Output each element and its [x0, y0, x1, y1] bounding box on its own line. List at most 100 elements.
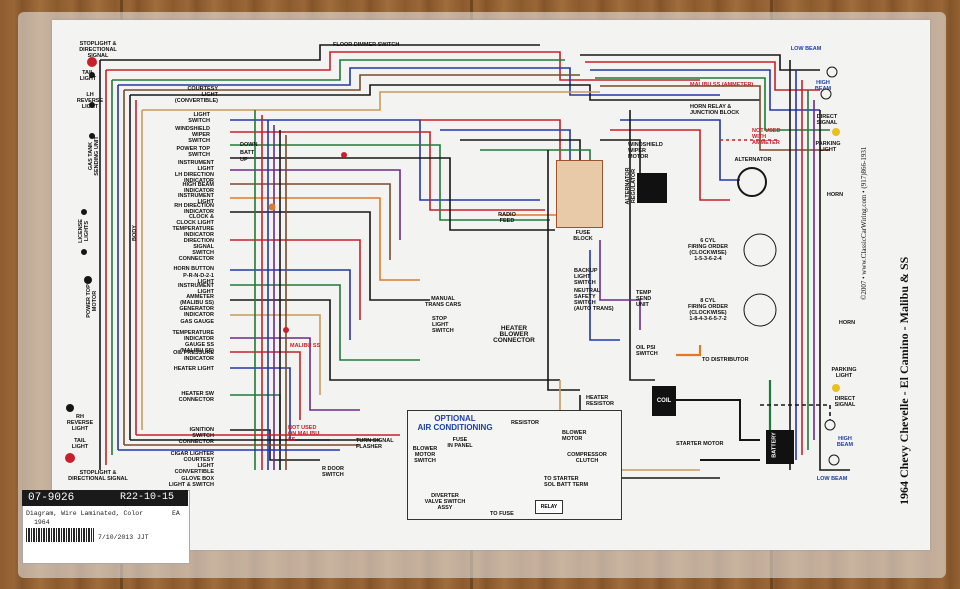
ac-title: OPTIONAL AIR CONDITIONING	[417, 414, 493, 432]
label-firing-8cyl: 8 CYL FIRING ORDER (CLOCKWISE) 1-8-4-3-6…	[687, 298, 729, 322]
label-parking-top: PARKING LIGHT	[815, 141, 841, 153]
label-high-beam-indicator: HIGH BEAM INDICATOR	[182, 182, 214, 194]
price-tag-header	[22, 490, 188, 506]
label-body: BODY	[132, 225, 138, 241]
terminal-dots	[65, 57, 840, 466]
diagram-copyright: ©2007 • www.ClassicCarWiring.com • (917)…	[860, 146, 868, 300]
ac-relay: RELAY	[535, 500, 563, 514]
label-courtesy-light: COURTESY LIGHT (CONVERTIBLE)	[174, 86, 218, 104]
label-up: UP	[240, 157, 248, 163]
label-malibu-ss: MALIBU SS	[290, 343, 321, 349]
label-instrument-light-2: INSTRUMENT LIGHT	[177, 193, 214, 205]
label-floor-dimmer: FLOOR DIMMER SWITCH	[333, 42, 400, 48]
label-down: DOWN	[240, 142, 258, 148]
ac-resistor-label: RESISTOR	[510, 420, 539, 426]
label-heater-resistor: HEATER RESISTOR	[586, 395, 615, 407]
label-starter: STARTER MOTOR	[676, 441, 724, 447]
fuse-block	[556, 160, 603, 228]
price-tag-description: Diagram, Wire Laminated, Color	[26, 510, 144, 517]
label-lh-reverse: LH REVERSE LIGHT	[76, 92, 104, 110]
label-horn-button: HORN BUTTON	[173, 266, 214, 272]
label-horn-top: HORN	[826, 192, 844, 198]
label-power-top-switch: POWER TOP SWITCH	[176, 146, 210, 158]
label-to-distributor: TO DISTRIBUTOR	[702, 357, 749, 363]
ignition-coil: COIL	[652, 386, 676, 416]
label-high-beam-top: HIGH BEAM	[814, 80, 832, 92]
label-light-switch: LIGHT SWITCH	[188, 112, 210, 124]
label-direction-signal-switch: DIRECTION SIGNAL SWITCH CONNECTOR	[178, 238, 214, 262]
label-prnd21-light: P-R-N-D-2-1 LIGHT	[183, 273, 214, 285]
label-fuse-block: FUSE BLOCK	[573, 230, 593, 242]
label-horn-relay: HORN RELAY & JUNCTION BLOCK	[690, 104, 740, 116]
label-backup-switch: BACKUP LIGHT SWITCH	[574, 268, 598, 286]
label-low-beam-top: LOW BEAM	[790, 46, 822, 52]
alternator-regulator	[637, 173, 667, 203]
label-gas-tank: GAS TANK SENDING UNIT	[88, 136, 100, 176]
ac-fuse-label: FUSE IN PANEL	[447, 437, 473, 449]
label-stop-light-switch: STOP LIGHT SWITCH	[432, 316, 454, 334]
label-not-used-ammeter: NOT USED WITH AMMETER	[752, 128, 781, 146]
label-neutral-safety: NEUTRAL SAFETY SWITCH (AUTO TRANS)	[574, 288, 614, 312]
price-tag-year: 1964	[34, 519, 50, 526]
label-not-used: NOT USED ON MALIBU SS	[288, 425, 320, 443]
ac-diverter-label: DIVERTER VALVE SWITCH ASSY	[424, 493, 466, 511]
ac-blower-switch-label: BLOWER MOTOR SWITCH	[412, 446, 438, 464]
price-tag-unit: EA	[172, 510, 180, 517]
label-direct-signal-top: DIRECT SIGNAL	[816, 114, 838, 126]
diagram-title: 1964 Chevy Chevelle - El Camino - Malibu…	[897, 256, 911, 505]
label-rh-direction: RH DIRECTION INDICATOR	[174, 203, 214, 215]
label-batt: BATT	[240, 150, 255, 156]
label-cigar-lighter: CIGAR LIGHTER	[170, 451, 214, 457]
label-radio-feed: RADIO FEED	[498, 212, 516, 224]
label-stoplight-bottom: STOPLIGHT & DIRECTIONAL SIGNAL	[68, 470, 128, 482]
price-tag-code: 07-9026	[28, 492, 75, 504]
label-parking-bottom: PARKING LIGHT	[831, 367, 857, 379]
label-instrument-light-3: INSTRUMENT LIGHT	[177, 283, 214, 295]
label-license-lights: LICENSE LIGHTS	[78, 219, 90, 243]
label-glove-box: GLOVE BOX LIGHT & SWITCH	[168, 476, 214, 488]
label-oil-psi: OIL PSI SWITCH	[636, 345, 658, 357]
label-ammeter: AMMETER (MALIBU SS)	[180, 294, 214, 306]
label-temperature-indicator: TEMPERATURE INDICATOR	[172, 226, 214, 238]
label-alternator: ALTERNATOR	[734, 157, 772, 163]
price-tag-date: R22-10-15	[120, 492, 175, 503]
label-rh-reverse: RH REVERSE LIGHT	[66, 414, 94, 432]
label-instrument-light-1: INSTRUMENT LIGHT	[177, 160, 214, 172]
label-turn-flasher: TURN SIGNAL FLASHER	[356, 438, 394, 450]
price-tag-stamp: 7/10/2013 JJT	[98, 534, 149, 541]
ac-blower-motor-label: BLOWER MOTOR	[562, 430, 587, 442]
label-generator-indicator: GENERATOR INDICATOR	[179, 306, 214, 318]
label-r-door-switch: R DOOR SWITCH	[322, 466, 344, 478]
ac-inset-box	[407, 410, 622, 520]
battery: BATTERY	[766, 430, 794, 464]
ac-to-starter-label: TO STARTER SOL BATT TERM	[544, 476, 589, 488]
label-direct-signal-bottom: DIRECT SIGNAL	[834, 396, 856, 408]
label-lh-direction: LH DIRECTION INDICATOR	[174, 172, 214, 184]
label-ignition-switch: IGNITION SWITCH CONNECTOR	[178, 427, 214, 445]
label-regulator: ALTERNATOR REGULATOR	[625, 167, 637, 205]
battery-label: BATTERY	[771, 432, 778, 458]
ac-compressor-label: COMPRESSOR CLUTCH	[567, 452, 607, 464]
ac-to-fuse-label: TO FUSE	[490, 511, 514, 517]
label-heater-light: HEATER LIGHT	[173, 366, 214, 372]
label-horn-bottom: HORN	[838, 320, 856, 326]
label-low-beam-bottom: LOW BEAM	[816, 476, 848, 482]
label-windshield-wiper-switch: WINDSHIELD WIPER SWITCH	[175, 126, 210, 144]
label-temp-send: TEMP SEND UNIT	[636, 290, 652, 308]
label-manual-trans: MANUAL TRANS CARS	[424, 296, 462, 308]
label-tail-light-bottom: TAIL LIGHT	[71, 438, 89, 450]
label-power-top-motor: POWER TOP MOTOR	[86, 284, 98, 318]
label-heater-sw-connector: HEATER SW CONNECTOR	[178, 391, 214, 403]
label-oil-pressure: OIL PRESSURE INDICATOR	[173, 350, 214, 362]
label-malibu-ammeter: MALIBU SS (AMMETER)	[690, 82, 754, 88]
label-courtesy-convertible: COURTESY LIGHT CONVERTIBLE	[174, 457, 214, 475]
label-wiper-motor: WINDSHIELD WIPER MOTOR	[628, 142, 663, 160]
label-clock: CLOCK & CLOCK LIGHT	[176, 214, 214, 226]
label-stoplight-top: STOPLIGHT & DIRECTIONAL SIGNAL	[79, 41, 117, 59]
label-firing-6cyl: 6 CYL FIRING ORDER (CLOCKWISE) 1-5-3-6-2…	[687, 238, 729, 262]
label-gas-gauge: GAS GAUGE	[180, 319, 214, 325]
label-high-beam-bottom: HIGH BEAM	[836, 436, 854, 448]
label-heater-blower: HEATER BLOWER CONNECTOR	[493, 325, 535, 344]
label-temperature-gauge: TEMPERATURE INDICATOR GAUGE SS (MALIBU S…	[172, 330, 214, 354]
